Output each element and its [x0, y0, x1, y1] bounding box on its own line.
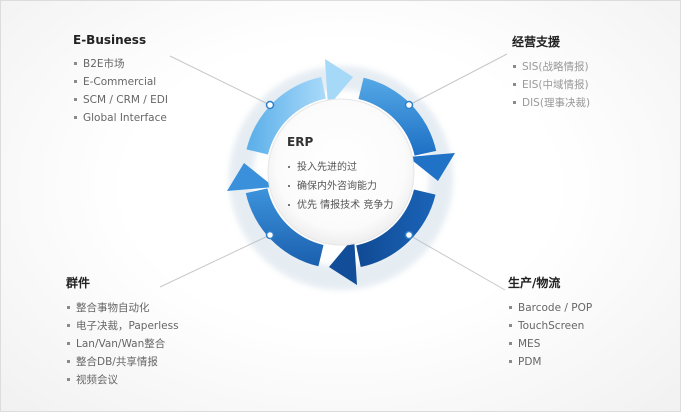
connector-top-right — [408, 53, 508, 106]
list-item: Barcode / POP — [508, 299, 592, 317]
cycle-arrowhead-left — [227, 163, 274, 191]
list-item: SCM / CRM / EDI — [73, 91, 168, 109]
center-disc — [267, 98, 415, 246]
group-title: E-Business — [73, 33, 147, 47]
group-item-list: 整合事物自动化 电子决裁，Paperless Lan/Van/Wan整合 整合D… — [66, 299, 179, 389]
cycle-arrowhead-bottom — [329, 237, 357, 285]
cycle-arrow-left — [245, 188, 324, 267]
group-item-list: SIS(战略情报) EIS(中域情报) DIS(理事决裁) — [512, 58, 590, 112]
erp-title: ERP — [287, 135, 314, 149]
node-bottom-left — [265, 230, 275, 240]
management-support-group: 经营支援 SIS(战略情报) EIS(中域情报) DIS(理事决裁) — [512, 33, 590, 112]
groupware-group: 群件 整合事物自动化 电子决裁，Paperless Lan/Van/Wan整合 … — [66, 274, 179, 389]
list-item: EIS(中域情报) — [512, 76, 590, 94]
production-logistics-group: 生产/物流 Barcode / POP TouchScreen MES PDM — [508, 274, 592, 371]
list-item: 投入先进的过 — [287, 158, 393, 177]
list-item: DIS(理事决裁) — [512, 94, 590, 112]
group-item-list: Barcode / POP TouchScreen MES PDM — [508, 299, 592, 371]
e-business-group: E-Business B2E市场 E-Commercial SCM / CRM … — [73, 33, 168, 127]
erp-center-panel: ERP 投入先进的过 确保内外咨询能力 优先 情报技术 竞争力 — [287, 135, 393, 215]
group-title: 群件 — [66, 276, 91, 290]
connector-top-left — [169, 55, 271, 106]
group-item-list: B2E市场 E-Commercial SCM / CRM / EDI Globa… — [73, 55, 168, 127]
group-title: 生产/物流 — [508, 276, 561, 290]
cycle-arrow-bottom — [356, 189, 436, 267]
ring-nodes — [265, 100, 414, 240]
cycle-arrow-top — [246, 77, 326, 155]
erp-item-list: 投入先进的过 确保内外咨询能力 优先 情报技术 竞争力 — [287, 158, 393, 215]
cycle-arrow-right — [358, 77, 437, 156]
node-bottom-right — [404, 230, 414, 240]
node-top-left — [265, 100, 275, 110]
list-item: MES — [508, 335, 592, 353]
list-item: Lan/Van/Wan整合 — [66, 335, 179, 353]
group-title: 经营支援 — [512, 35, 561, 49]
list-item: Global Interface — [73, 109, 168, 127]
node-top-right — [404, 100, 414, 110]
list-item: E-Commercial — [73, 73, 168, 91]
cycle-arrowhead-right — [408, 153, 455, 181]
list-item: PDM — [508, 353, 592, 371]
list-item: 电子决裁，Paperless — [66, 317, 179, 335]
list-item: 确保内外咨询能力 — [287, 177, 393, 196]
list-item: TouchScreen — [508, 317, 592, 335]
list-item: B2E市场 — [73, 55, 168, 73]
list-item: 整合事物自动化 — [66, 299, 179, 317]
list-item: 整合DB/共享情报 — [66, 353, 179, 371]
cycle-arrowhead-top — [325, 59, 353, 107]
list-item: 视频会议 — [66, 371, 179, 389]
list-item: SIS(战略情报) — [512, 58, 590, 76]
list-item: 优先 情报技术 竞争力 — [287, 196, 393, 215]
